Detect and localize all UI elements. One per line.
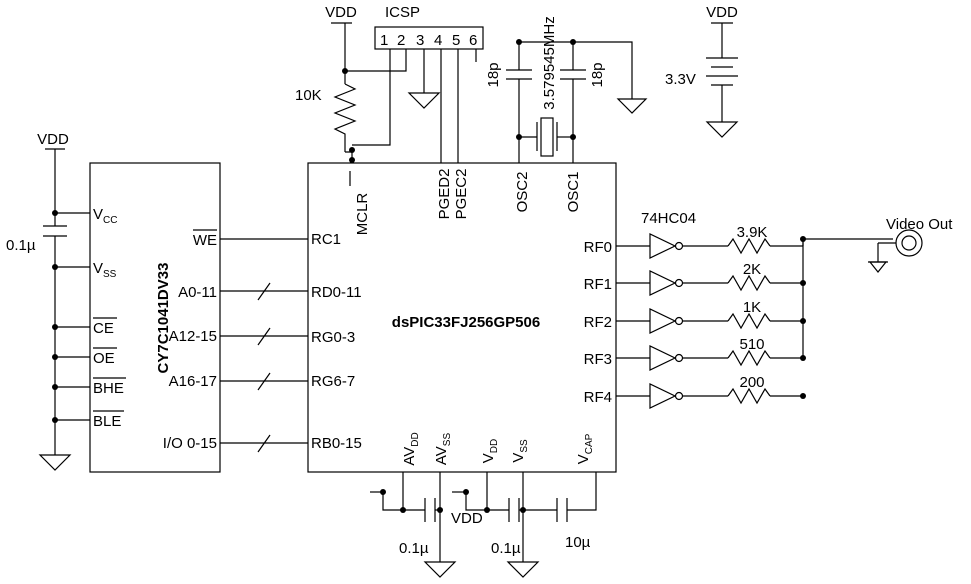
icsp-pin-1: 1 [380,32,388,49]
dac-resistor-label: 3.9K [737,224,768,241]
mcu-pin-avdd: AVDD [401,432,421,465]
ground-symbol [423,561,457,578]
mcu-pin-rb: RB0-15 [311,435,362,452]
dac-resistor-label: 510 [739,336,764,353]
bottom-cap-2-label: 0.1µ [491,540,521,557]
mcu-pin-avss: AVSS [433,433,453,466]
mcu-pin-pged2: PGED2 [436,169,453,220]
ground-symbol [868,261,888,273]
icsp-pin-5: 5 [452,32,460,49]
icsp-pin-6: 6 [469,32,477,49]
resistor-10k [333,83,357,152]
supply-vdd-label: VDD [706,4,738,21]
ram-power-wiring: VDD 0.1µ [6,131,90,471]
icsp-pin-4: 4 [434,32,442,49]
ram-pin-a16-17: A16-17 [169,373,217,390]
mcu-pin-rc1: RC1 [311,231,341,248]
mcu-pin-rd: RD0-11 [311,284,362,301]
bottom-decoupling: 0.1µ VDD 0.1µ 10µ [370,472,597,578]
mcu-pin-pgec2: PGEC2 [453,169,470,220]
inverter-buffer [649,308,677,334]
ram-pin-a0-11: A0-11 [178,284,217,301]
video-connector-inner [901,235,917,251]
dac-resistor [727,387,771,405]
mcu-pin-mclr: MCLR [354,193,371,236]
mclr-vdd-label: VDD [325,4,357,21]
ram-vdd-label: VDD [37,131,69,148]
ram-pin-vcc: VCC [93,206,117,226]
mcu-part-label: dsPIC33FJ256GP506 [392,314,540,331]
inverter-buffer [649,270,677,296]
icsp-title: ICSP [385,4,420,21]
dac-resistor [727,274,771,292]
mcu-pin-rf0: RF0 [584,239,612,256]
ram-pin-oe: OE [93,350,115,367]
ram-cap-label: 0.1µ [6,237,36,254]
supply-3v3: VDD 3.3V [665,4,739,138]
oscillator-circuit: 18p 18p 3.579545MHz [485,16,648,163]
dac-rows: 3.9K 2K 1K 510 200 [616,224,806,409]
osc-cap-left-label: 18p [485,62,502,87]
video-connector-outer [895,229,923,257]
mcu-pin-vss: VSS [510,439,530,463]
mcu-pin-rg03: RG0-3 [311,329,355,346]
crystal-label: 3.579545MHz [541,16,558,109]
ram-pin-ble: BLE [93,413,121,430]
ram-chip: CY7C1041DV33 VCC VSS CE OE BHE BLE WE A0… [89,162,221,473]
ground-symbol [705,121,739,138]
icsp-pin-2: 2 [397,32,405,49]
mcu-chip: dsPIC33FJ256GP506 RC1 RD0-11 RG0-3 RG6-7… [307,162,617,473]
osc-cap-right-label: 18p [589,62,606,87]
mcu-pin-rf4: RF4 [584,389,612,406]
dac-resistor [727,312,771,330]
ground-symbol [38,454,72,471]
icsp-pin-3: 3 [416,32,424,49]
ground-symbol [407,92,441,109]
inverter-buffer [649,383,677,409]
mcu-pin-osc1: OSC1 [565,172,582,213]
inverter-buffer [649,345,677,371]
ram-pin-io: I/O 0-15 [163,435,217,452]
dac-resistor-label: 1K [743,299,761,316]
mcu-pin-rf2: RF2 [584,314,612,331]
dac-resistor-label: 2K [743,261,761,278]
mcu-pin-rf3: RF3 [584,351,612,368]
dac-resistor [727,237,771,255]
mcu-pin-rf1: RF1 [584,276,612,293]
ram-pin-a12-15: A12-15 [169,328,217,345]
mclr-circuit: VDD 10K [295,4,459,163]
mcu-pin-rg67: RG6-7 [311,373,355,390]
mcu-pin-osc2: OSC2 [514,172,531,213]
supply-voltage-label: 3.3V [665,71,696,88]
ground-symbol [506,561,540,578]
icsp-header: ICSP 1 2 3 4 5 6 [374,4,484,62]
mcu-pin-vdd: VDD [480,439,500,463]
ram-pin-bhe: BHE [93,380,124,397]
resistor-10k-label: 10K [295,87,322,104]
ram-part-label: CY7C1041DV33 [155,263,172,374]
bottom-vdd-label: VDD [451,510,483,527]
ram-pin-ce: CE [93,320,114,337]
crystal-body [540,117,554,157]
buffer-part-label: 74HC04 [641,210,696,227]
ram-pin-vss: VSS [93,260,117,280]
ram-pin-we: WE [193,232,217,249]
ram-mcu-bus [220,238,308,453]
video-out-label: Video Out [886,216,953,233]
dac-resistor-label: 200 [739,374,764,391]
dac-resistor [727,349,771,367]
mcu-pin-vcap: VCAP [575,433,595,464]
inverter-buffer [649,233,677,259]
ground-symbol [616,98,648,114]
bottom-cap-1-label: 0.1µ [399,540,429,557]
bottom-cap-3-label: 10µ [565,534,591,551]
video-dac: 74HC04 3.9K 2K 1K 510 200 Video Out [616,210,953,409]
